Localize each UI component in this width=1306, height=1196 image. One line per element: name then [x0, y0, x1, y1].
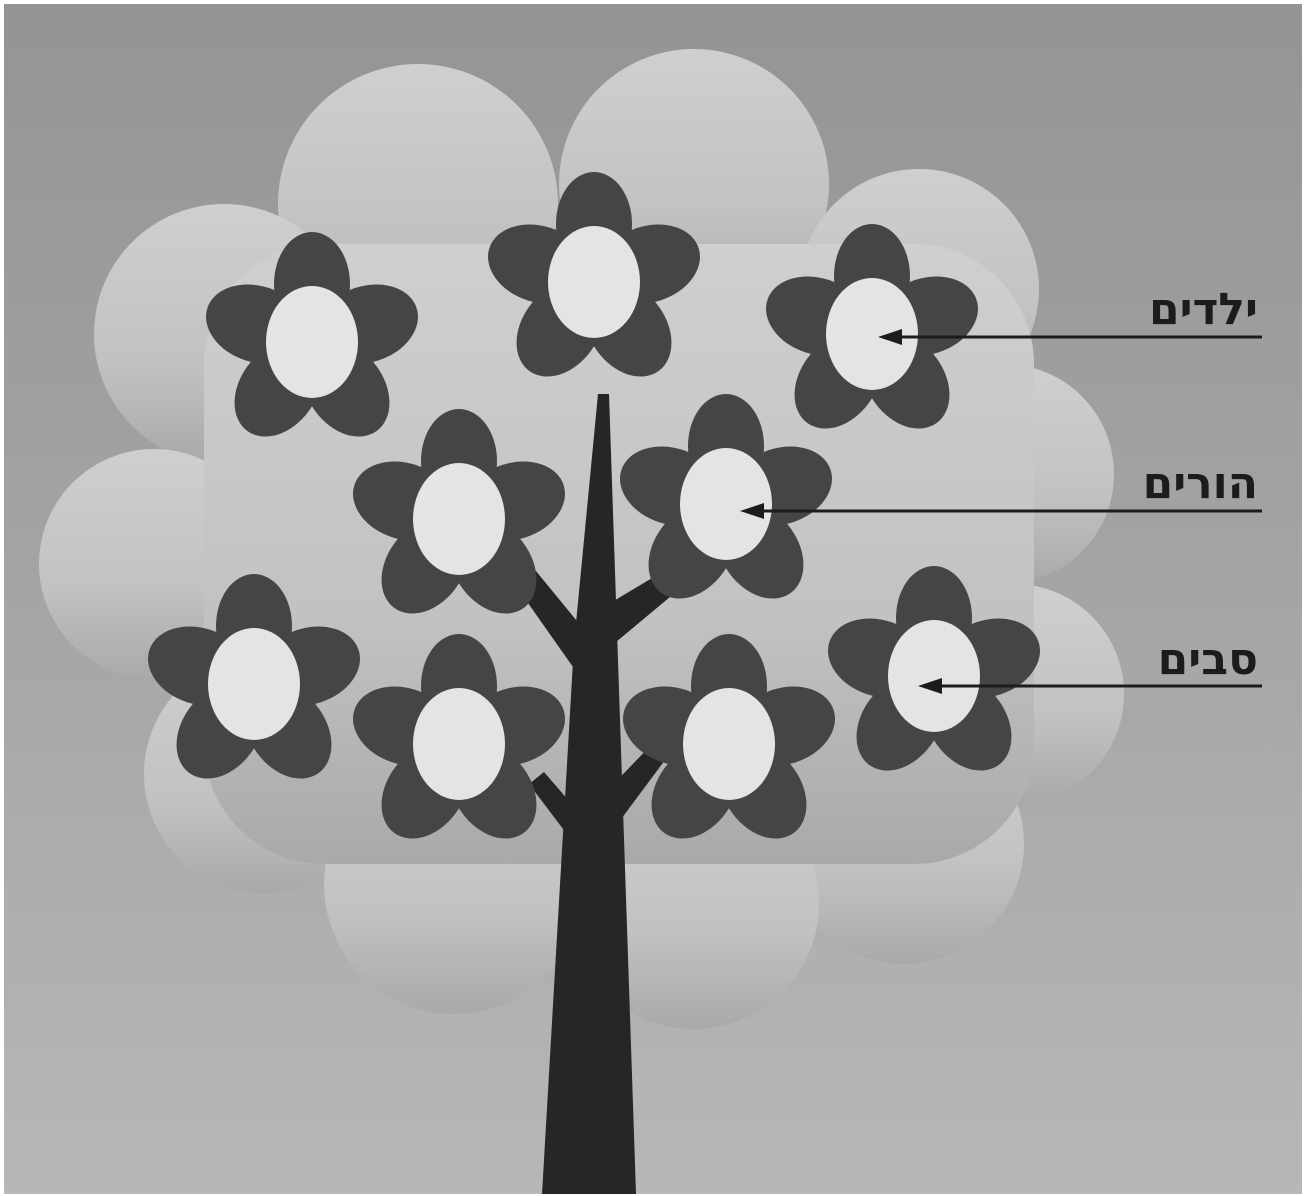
- label-grandparents: סבים: [1158, 638, 1258, 682]
- label-parents: הורים: [1143, 462, 1258, 506]
- diagram-background: ילדים הורים סבים: [4, 4, 1302, 1194]
- tree-illustration: [4, 4, 1302, 1194]
- label-children: ילדים: [1149, 288, 1258, 332]
